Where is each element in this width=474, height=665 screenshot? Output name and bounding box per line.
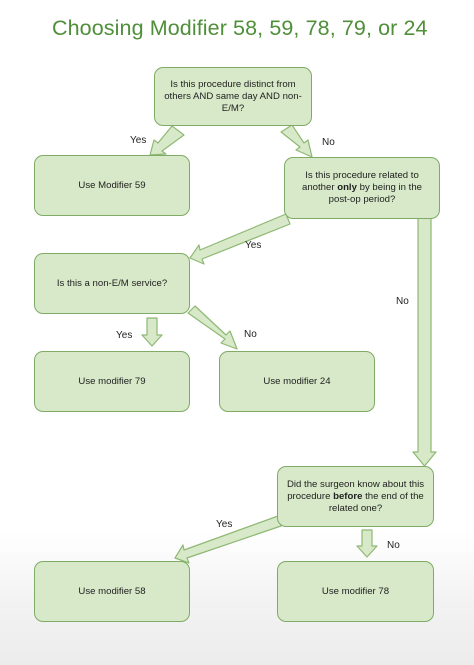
question-surgeon-knew-before: Did the surgeon know about this procedur… [277,466,434,527]
arrow-q2-no [412,217,437,467]
result-modifier-59: Use Modifier 59 [34,155,190,216]
arrow-q1-no [280,124,313,158]
arrow-q1-yes [149,125,185,156]
result-modifier-79: Use modifier 79 [34,351,190,412]
arrow-q3-yes [141,317,163,347]
label-q4-yes: Yes [216,519,233,530]
result-modifier-78-text: Use modifier 78 [321,585,390,597]
result-modifier-58-text: Use modifier 58 [78,585,146,597]
arrow-q4-yes [174,515,282,564]
arrow-q2-yes [189,213,291,265]
label-q2-yes: Yes [245,240,262,251]
label-q2-no: No [396,296,409,307]
label-q3-no: No [244,329,257,340]
label-q1-yes: Yes [130,135,147,146]
question-post-op-period-text: Is this procedure related to another onl… [301,170,423,205]
arrow-q3-no [187,305,238,350]
page-title: Choosing Modifier 58, 59, 78, 79, or 24 [52,16,428,40]
result-modifier-79-text: Use modifier 79 [78,375,146,387]
result-modifier-59-text: Use Modifier 59 [78,179,146,191]
result-modifier-24: Use modifier 24 [219,351,375,412]
result-modifier-58: Use modifier 58 [34,561,190,622]
question-distinct-procedure-text: Is this procedure distinct from others A… [164,78,302,114]
result-modifier-24-text: Use modifier 24 [263,375,331,387]
result-modifier-78: Use modifier 78 [277,561,434,622]
question-non-em-service: Is this a non-E/M service? [34,253,190,314]
label-q4-no: No [387,540,400,551]
question-non-em-service-text: Is this a non-E/M service? [56,277,168,289]
question-surgeon-knew-before-text: Did the surgeon know about this procedur… [286,478,425,514]
emphasis-before: before [333,490,363,502]
label-q3-yes: Yes [116,330,133,341]
emphasis-only: only [337,182,357,193]
label-q1-no: No [322,137,335,148]
question-post-op-period: Is this procedure related to another onl… [284,157,440,219]
question-distinct-procedure: Is this procedure distinct from others A… [154,67,312,126]
arrow-q4-no [356,529,378,558]
